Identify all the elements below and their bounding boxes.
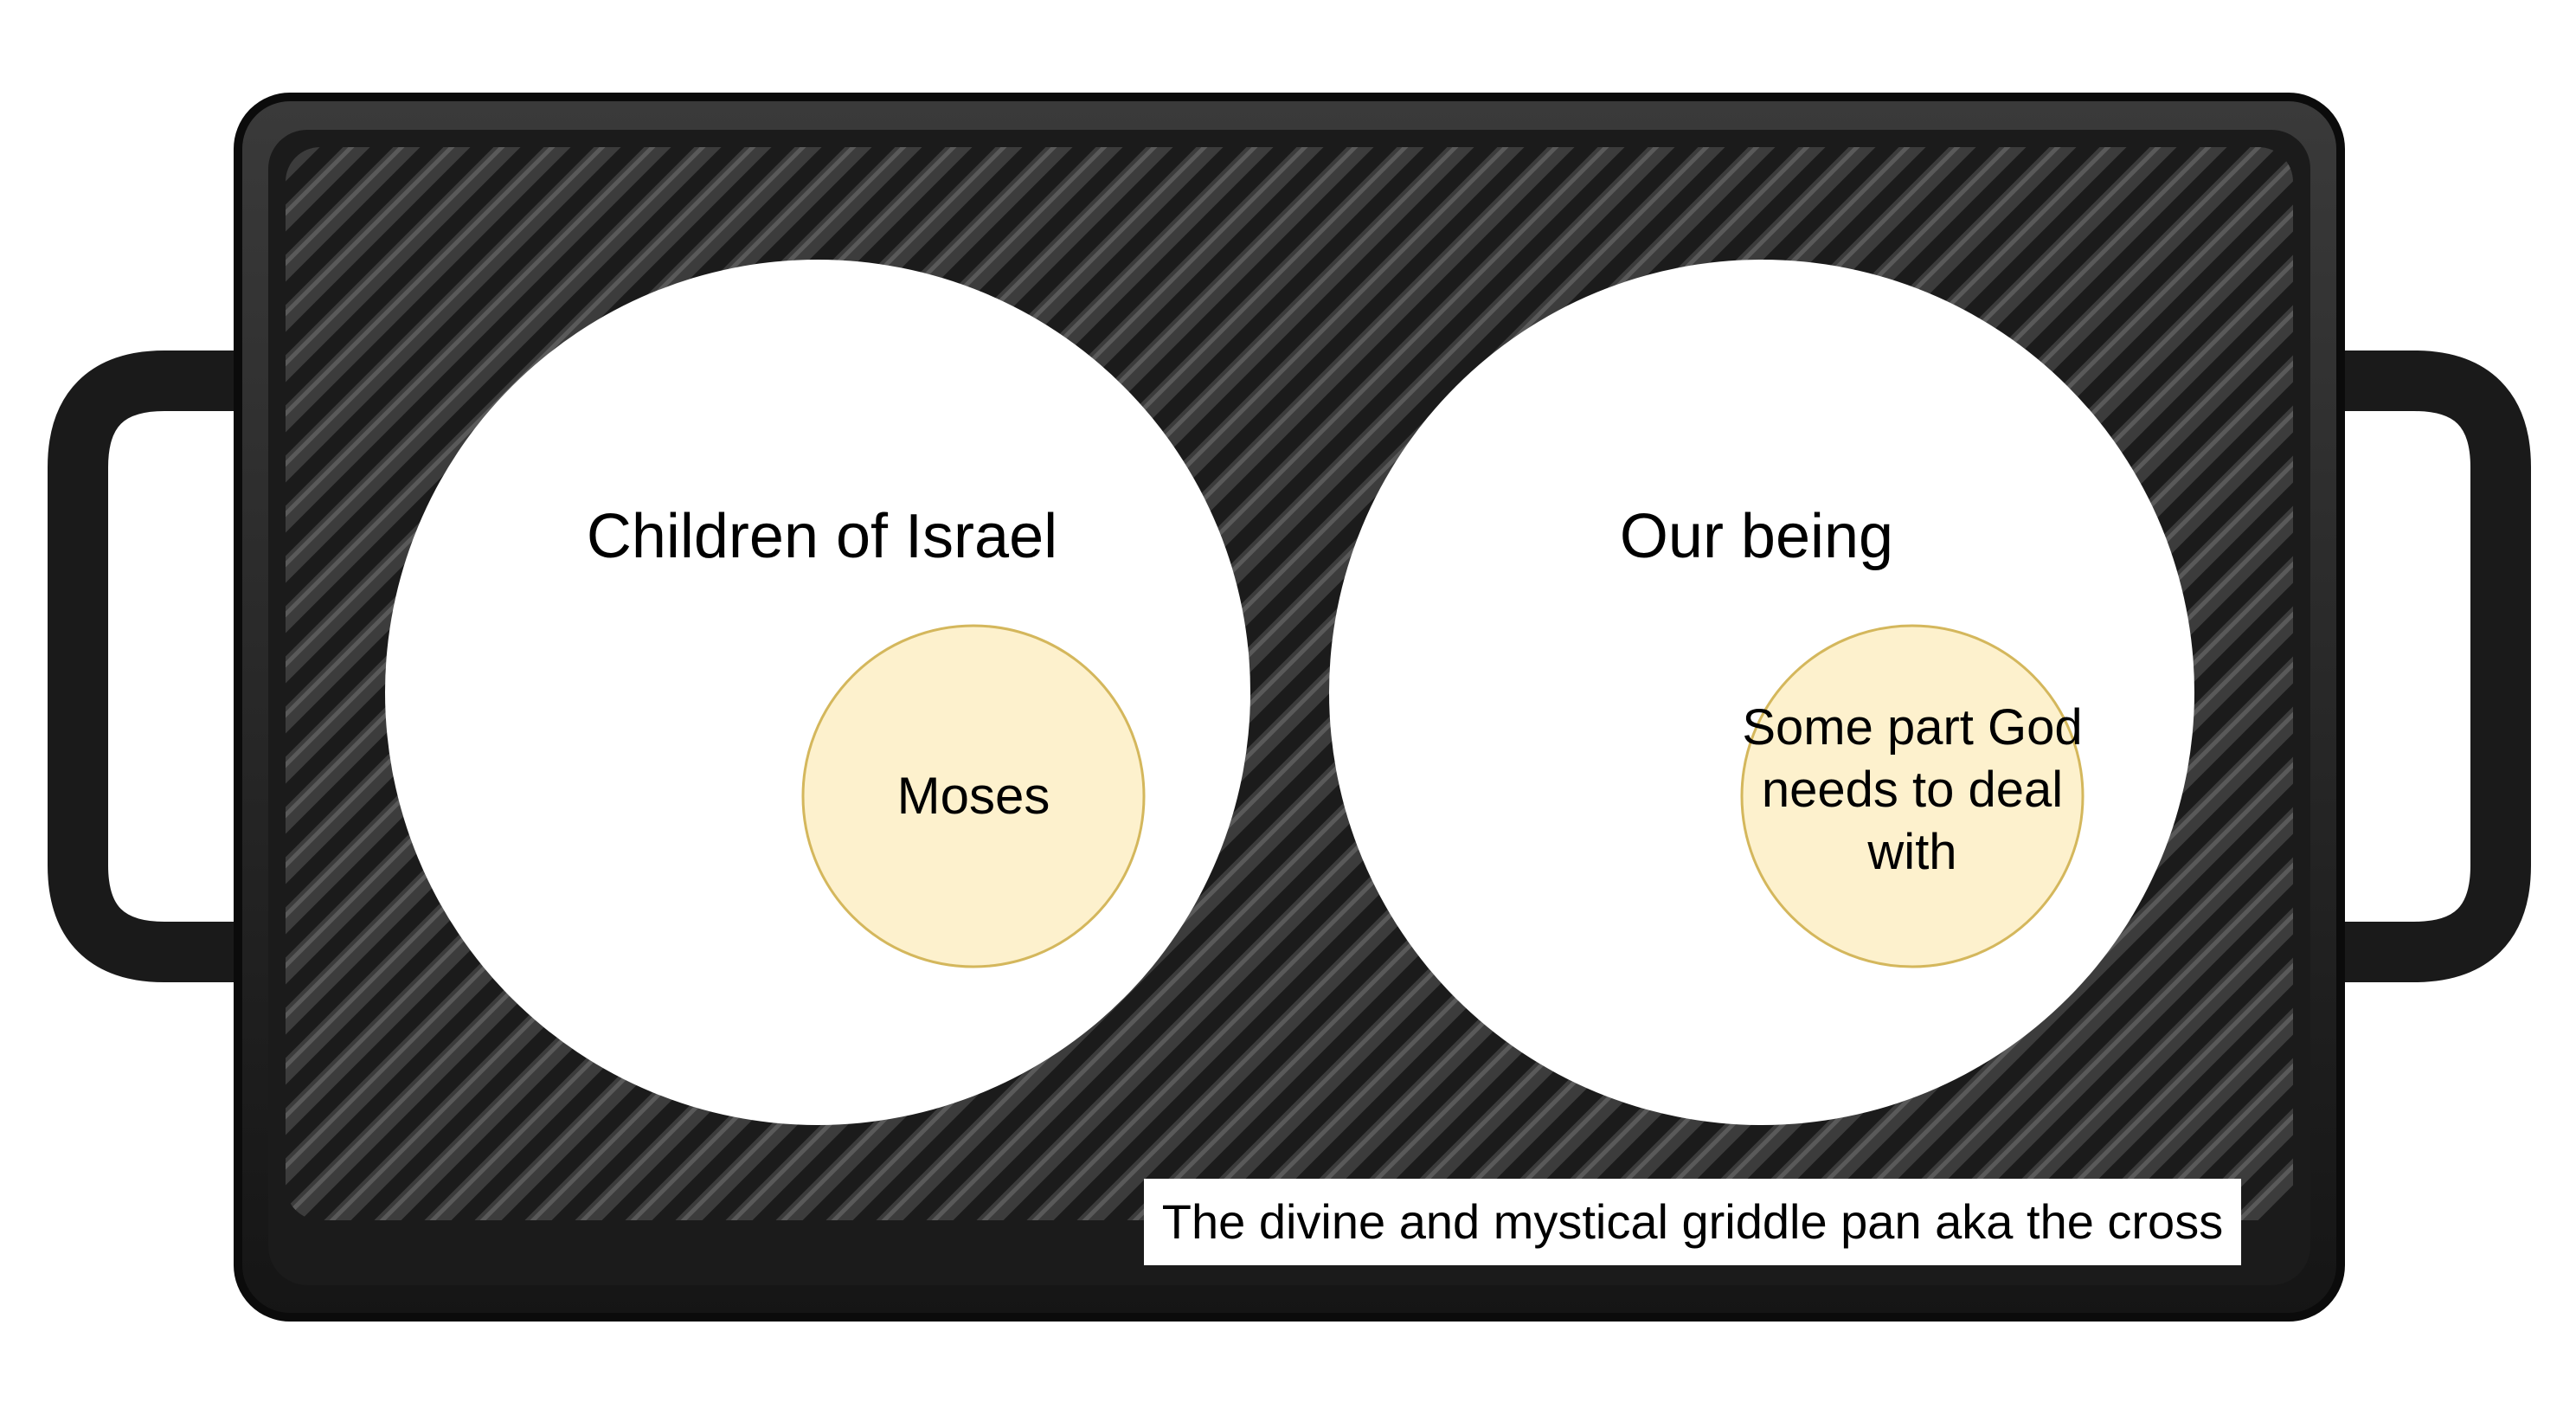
griddle-ridge [286, 147, 510, 1220]
griddle-ridge-highlight [286, 147, 748, 1220]
griddle-ridge [0, 104, 48, 1229]
griddle-ridge-highlight [1878, 147, 2293, 1220]
griddle-ridge-highlight [1978, 147, 2293, 1220]
inner-circle-left [801, 624, 1146, 968]
griddle-ridge-highlight [2028, 147, 2293, 1220]
griddle-ridge [1925, 147, 2293, 1220]
griddle-ridge [2336, 104, 2576, 1229]
griddle-ridge-highlight [2532, 104, 2576, 1229]
griddle-ridge-highlight [286, 147, 547, 1220]
griddle-ridge-highlight [0, 104, 43, 1229]
inner-label-moses: Moses [896, 767, 1050, 825]
inner-circle-right [1740, 624, 2085, 968]
griddle-ridge-highlight [286, 147, 647, 1220]
circle-title-our-being: Our being [1619, 502, 1894, 571]
griddle-ridge [286, 147, 610, 1220]
circle-title-children-of-israel: Children of Israel [586, 502, 1058, 571]
griddle-ridge [1825, 147, 2293, 1220]
griddle-ridge [0, 104, 249, 1229]
griddle-ridge [286, 147, 560, 1220]
griddle-ridge-highlight [286, 147, 798, 1220]
griddle-ridge-highlight [1928, 147, 2293, 1220]
caption: The divine and mystical griddle pan aka … [1144, 1179, 2241, 1265]
circle-left [385, 260, 1250, 1125]
left-handle [48, 350, 260, 982]
griddle-ridge [1975, 147, 2293, 1220]
griddle-ridge [286, 147, 660, 1220]
griddle-ridge-highlight [286, 147, 697, 1220]
circle-right [1329, 260, 2194, 1125]
griddle-ridge-highlight [2078, 147, 2293, 1220]
inner-label-some-part: Some part God needs to deal with [1742, 699, 2083, 880]
griddle-ridge [1875, 147, 2293, 1220]
griddle-ridge [286, 147, 710, 1220]
griddle-ridge-highlight [286, 147, 497, 1220]
griddle-ridge-highlight [0, 104, 244, 1229]
griddle-ridge [2076, 147, 2293, 1220]
right-handle [2319, 350, 2531, 982]
griddle-ridge-highlight [286, 147, 597, 1220]
griddle-ridge [286, 147, 811, 1220]
griddle-ridge [286, 147, 761, 1220]
griddle-ridge [2537, 104, 2576, 1229]
griddle-ridge [2026, 147, 2293, 1220]
griddle-ridge-highlight [2331, 104, 2576, 1229]
